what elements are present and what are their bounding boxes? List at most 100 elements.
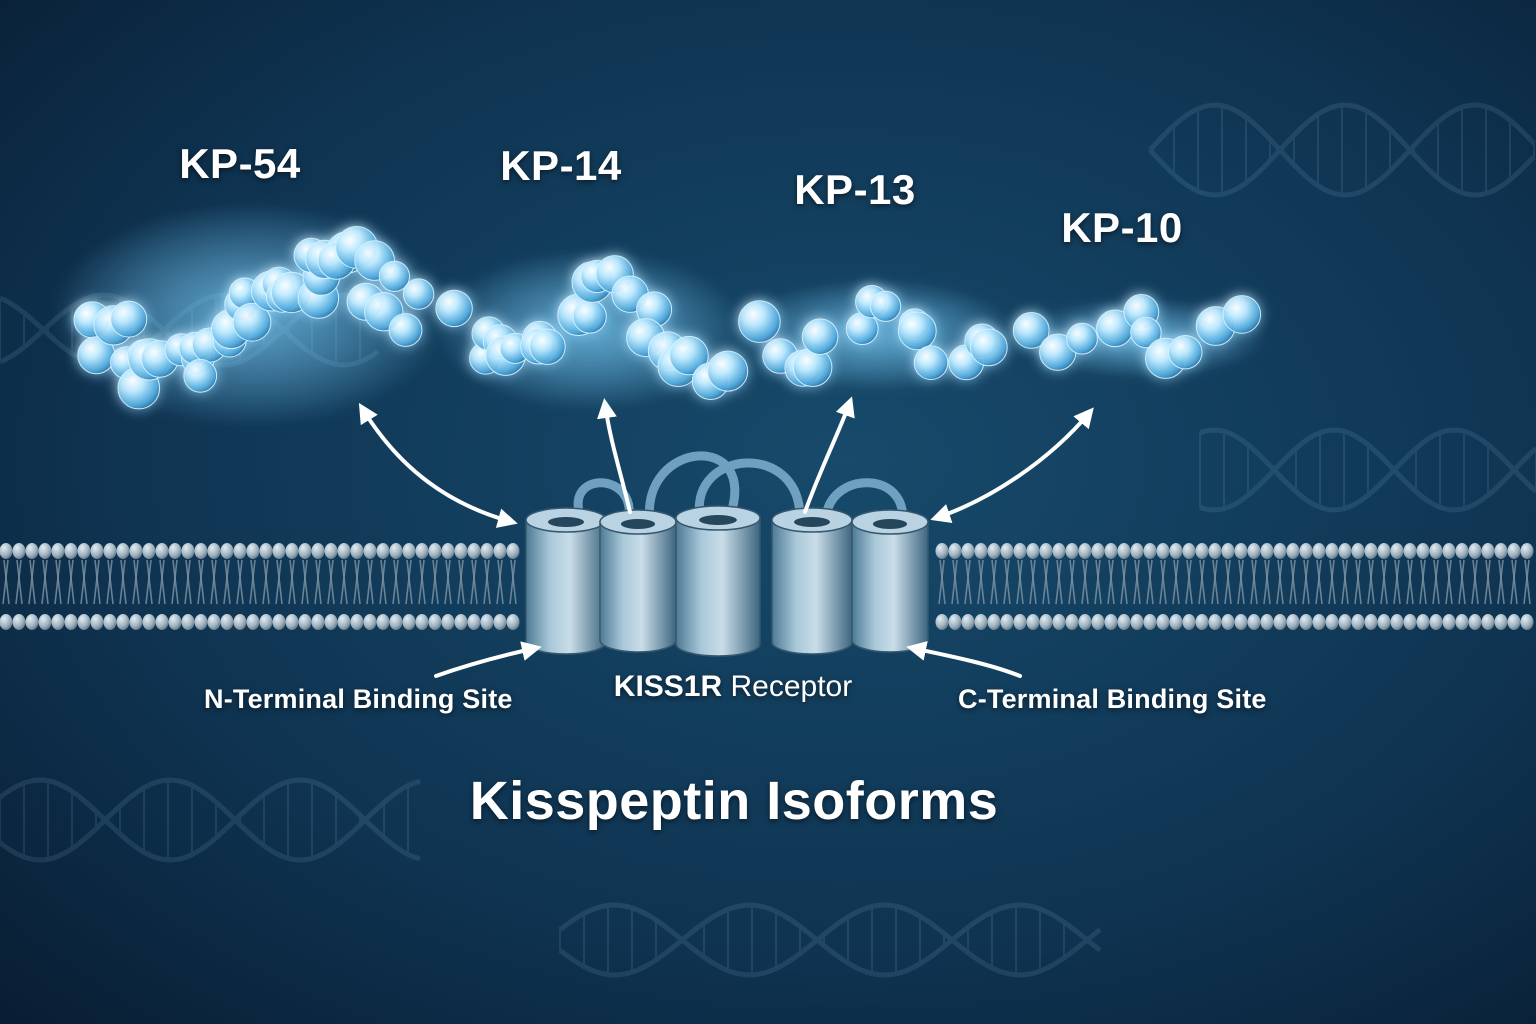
lipid-tail — [1094, 559, 1101, 605]
lipid-tail — [1185, 559, 1192, 605]
receptor-loop — [644, 451, 740, 527]
dna-strand — [0, 777, 421, 863]
lipid-tail — [1120, 559, 1127, 605]
lipid-head — [506, 614, 520, 630]
lipid-tail — [1458, 559, 1465, 605]
lipid-tail — [237, 559, 244, 605]
lipid-head — [1169, 543, 1183, 559]
lipid-tail — [1264, 559, 1271, 605]
lipid-head — [1299, 543, 1313, 559]
lipid-tail — [1082, 559, 1089, 605]
receptor-helix-pore — [620, 519, 656, 529]
lipid-head — [285, 614, 299, 630]
lipid-tail — [1407, 559, 1414, 605]
lipid-tail — [1341, 559, 1348, 605]
lipid-head — [1520, 614, 1534, 630]
lipid-head — [350, 543, 364, 559]
lipid-head — [1273, 543, 1287, 559]
lipid-tail — [1368, 559, 1375, 605]
lipid-head — [1039, 614, 1053, 630]
lipid-head — [194, 614, 208, 630]
lipid-head — [116, 543, 130, 559]
lipid-tail — [1290, 559, 1297, 605]
lipid-tail — [1121, 559, 1128, 605]
lipid-head — [1286, 543, 1300, 559]
lipid-tail — [1068, 559, 1075, 605]
lipid-tail — [964, 559, 971, 605]
lipid-tail — [1510, 559, 1517, 605]
lipid-head — [1507, 614, 1521, 630]
lipid-head — [25, 614, 39, 630]
lipid-head — [90, 543, 104, 559]
peptide-bead — [913, 345, 949, 381]
lipid-tail — [1433, 559, 1440, 605]
lipid-tail — [68, 559, 75, 605]
lipid-tail — [1238, 559, 1245, 605]
lipid-tail — [978, 559, 985, 605]
lipid-tail — [1329, 559, 1336, 605]
lipid-head — [480, 614, 494, 630]
lipid-head — [1416, 543, 1430, 559]
lipid-head — [259, 543, 273, 559]
lipid-tail — [1276, 559, 1283, 605]
lipid-tail — [120, 559, 127, 605]
peptide-cluster-kp14 — [435, 250, 749, 410]
lipid-tail — [198, 559, 205, 605]
lipid-tail — [80, 559, 87, 605]
lipid-tail — [1367, 559, 1374, 605]
peptide-bead — [183, 358, 218, 393]
receptor-helix-pore — [548, 517, 584, 527]
lipid-head — [1468, 543, 1482, 559]
lipid-head — [77, 614, 91, 630]
lipid-tail — [470, 559, 477, 605]
lipid-tail — [1016, 559, 1023, 605]
lipid-tail — [315, 559, 322, 605]
lipid-head — [1065, 614, 1079, 630]
peptide-bead — [378, 260, 410, 292]
lipid-head — [376, 614, 390, 630]
receptor-helix — [771, 519, 853, 655]
lipid-head — [493, 614, 507, 630]
lipid-tail — [1173, 559, 1180, 605]
lipid-tail — [1042, 559, 1049, 605]
peptide-bead — [669, 335, 709, 376]
lipid-head — [506, 543, 520, 559]
lipid-tail — [1030, 559, 1037, 605]
lipid-head — [155, 543, 169, 559]
lipid-head — [467, 614, 481, 630]
lipid-tail — [224, 559, 231, 605]
c-terminal-site-label: C-Terminal Binding Site — [958, 684, 1267, 714]
lipid-tail — [133, 559, 140, 605]
lipid-tail — [380, 559, 387, 605]
lipid-head — [1117, 614, 1131, 630]
lipid-tail — [1524, 559, 1531, 605]
lipid-head — [1494, 543, 1508, 559]
lipid-head — [1377, 543, 1391, 559]
lipid-tail — [1419, 559, 1426, 605]
lipid-head — [38, 614, 52, 630]
lipid-head — [51, 614, 65, 630]
receptor-suffix: Receptor — [730, 670, 853, 703]
lipid-head — [1312, 614, 1326, 630]
lipid-head — [1000, 543, 1014, 559]
receptor-helix — [525, 519, 607, 655]
lipid-tail — [1277, 559, 1284, 605]
lipid-tail — [1095, 559, 1102, 605]
lipid-tail — [1263, 559, 1270, 605]
peptide-bead — [232, 302, 272, 342]
binding-arrow — [434, 641, 542, 678]
lipid-head — [1169, 614, 1183, 630]
lipid-tail — [1172, 559, 1179, 605]
lipid-head — [168, 614, 182, 630]
lipid-tail — [1198, 559, 1205, 605]
lipid-tail — [1043, 559, 1050, 605]
lipid-tail — [94, 559, 101, 605]
lipid-head — [1091, 614, 1105, 630]
lipid-head — [363, 614, 377, 630]
lipid-head — [285, 543, 299, 559]
lipid-tail — [249, 559, 256, 605]
lipid-tail — [211, 559, 218, 605]
lipid-head — [1208, 543, 1222, 559]
lipid-head — [12, 543, 26, 559]
